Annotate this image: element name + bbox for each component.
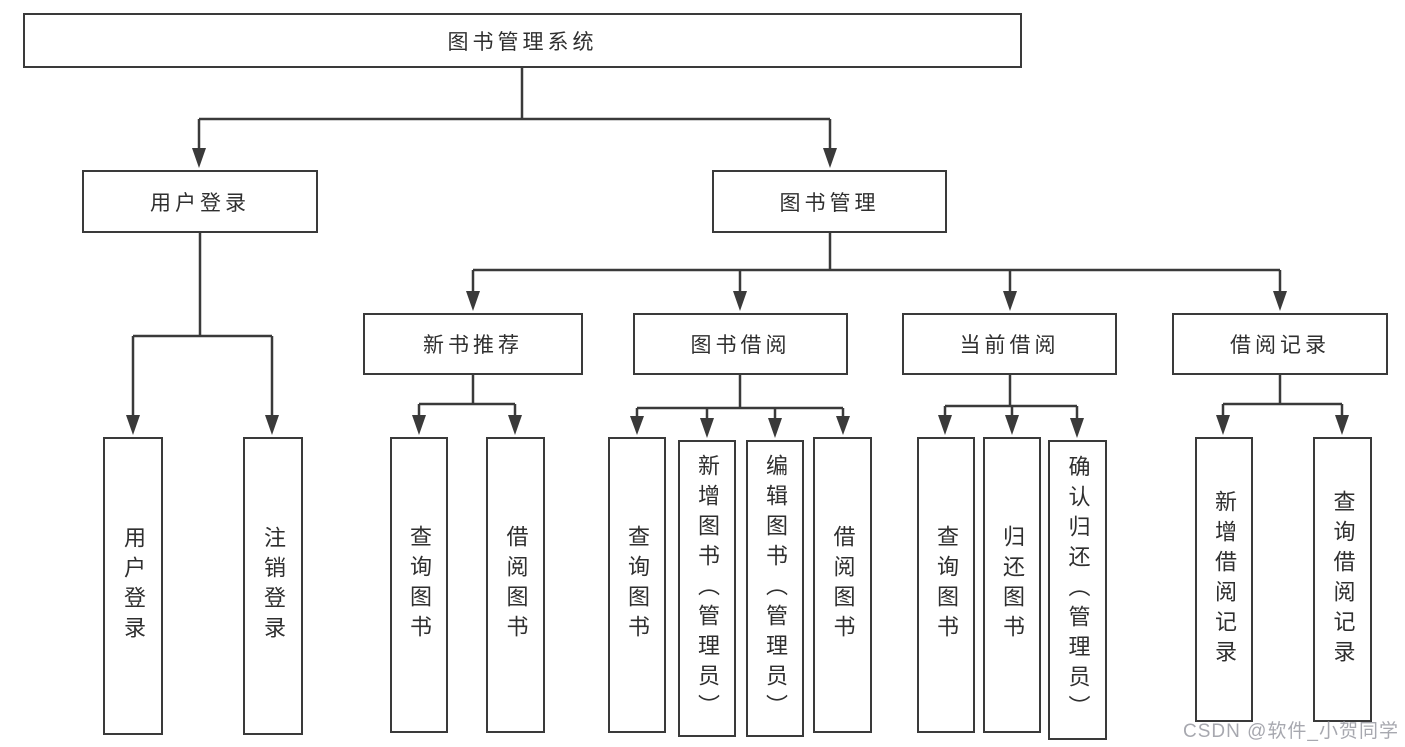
branch-user-login: 用户登录	[82, 170, 318, 233]
leaf-query-borrow-record: 查询借阅记录	[1313, 437, 1372, 722]
leaf-add-borrow-record: 新增借阅记录	[1195, 437, 1253, 722]
leaf-query-books-recommend: 查询图书	[390, 437, 448, 733]
branch-book-management: 图书管理	[712, 170, 947, 233]
leaf-add-books-admin: 新增图书（管理员）	[678, 440, 736, 737]
leaf-edit-books-admin: 编辑图书（管理员）	[746, 440, 804, 737]
leaf-confirm-return-admin: 确认归还（管理员）	[1048, 440, 1107, 740]
section-borrow-record: 借阅记录	[1172, 313, 1388, 375]
leaf-user-login: 用户登录	[103, 437, 163, 735]
csdn-watermark: CSDN @软件_小贺同学	[1183, 721, 1399, 742]
leaf-borrow-books-recommend: 借阅图书	[486, 437, 545, 733]
section-current-borrow: 当前借阅	[902, 313, 1117, 375]
leaf-logout: 注销登录	[243, 437, 303, 735]
section-book-borrow: 图书借阅	[633, 313, 848, 375]
leaf-return-books: 归还图书	[983, 437, 1041, 733]
section-new-book-recommend: 新书推荐	[363, 313, 583, 375]
leaf-query-books-borrow: 查询图书	[608, 437, 666, 733]
root-node-library-management-system: 图书管理系统	[23, 13, 1022, 68]
leaf-borrow-books: 借阅图书	[813, 437, 872, 733]
leaf-query-books-current: 查询图书	[917, 437, 975, 733]
